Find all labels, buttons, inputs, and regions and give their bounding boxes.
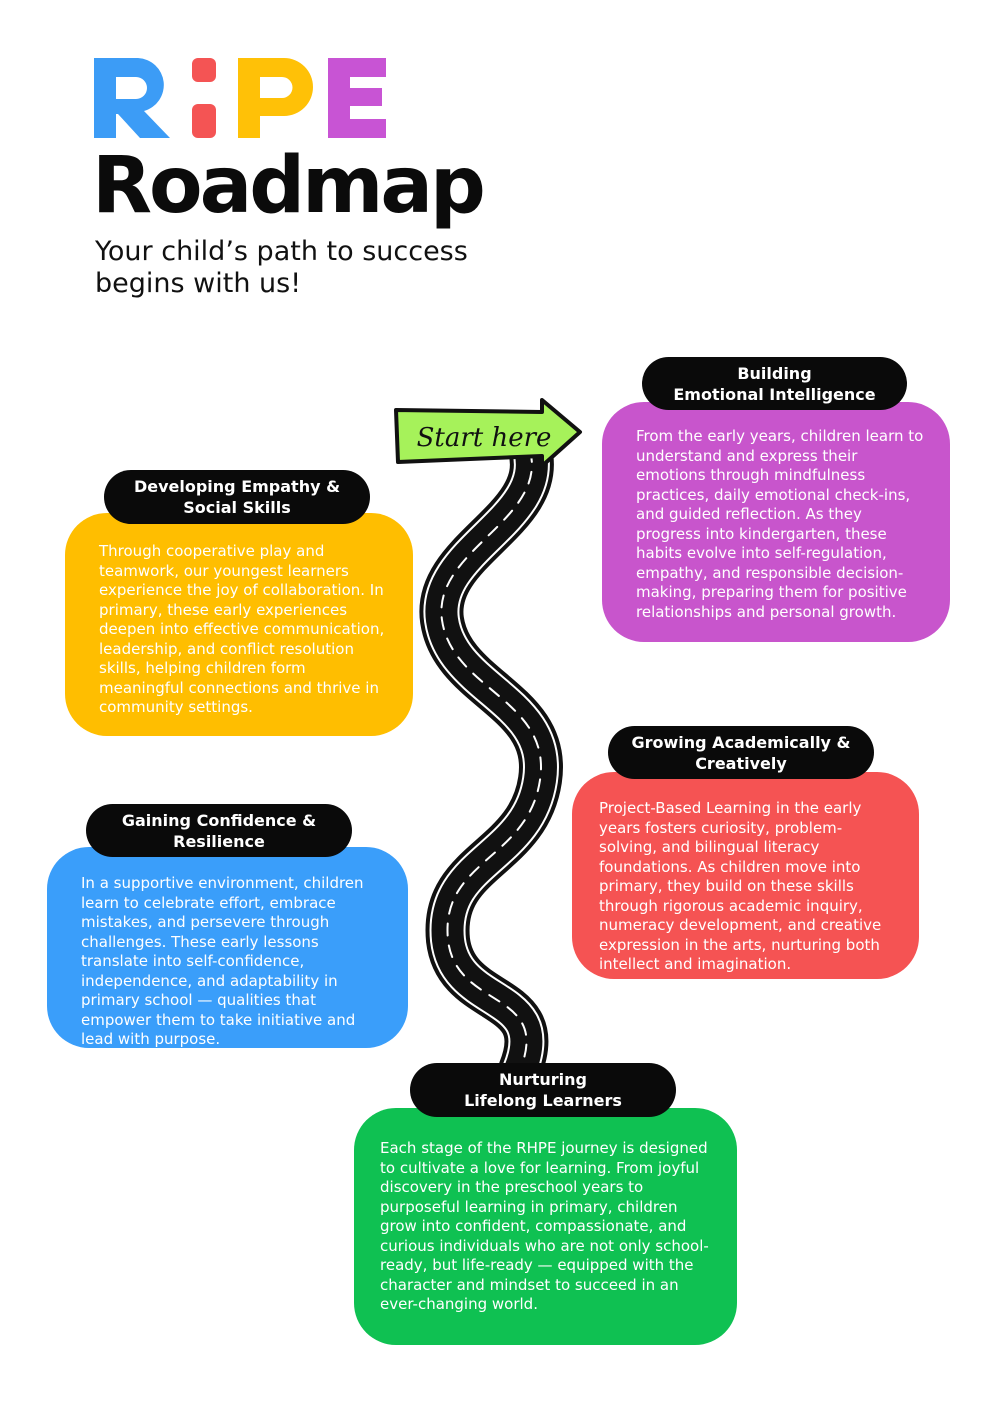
heading-academic-creative: Growing Academically & Creatively <box>608 726 874 779</box>
winding-road <box>419 428 563 1092</box>
heading-emotional-intelligence: Building Emotional Intelligence <box>642 357 907 410</box>
logo-letter-r <box>94 58 170 138</box>
logo-letter-e <box>328 58 386 138</box>
heading-empathy-social-skills: Developing Empathy & Social Skills <box>104 470 370 524</box>
start-sign-label: Start here <box>417 423 552 453</box>
card-body: Each stage of the RHPE journey is design… <box>380 1139 709 1313</box>
start-sign-arrow <box>394 398 582 468</box>
rhpe-logo <box>94 58 386 138</box>
card-lifelong-learners: Each stage of the RHPE journey is design… <box>354 1108 737 1345</box>
card-body: Through cooperative play and teamwork, o… <box>99 542 385 716</box>
card-academic-creative: Project-Based Learning in the early year… <box>572 772 919 979</box>
card-body: Project-Based Learning in the early year… <box>599 799 882 973</box>
card-body: From the early years, children learn to … <box>636 427 924 621</box>
card-empathy-social-skills: Through cooperative play and teamwork, o… <box>65 513 413 736</box>
page-subtitle: Your child’s path to success begins with… <box>95 236 468 299</box>
card-confidence-resilience: In a supportive environment, children le… <box>47 847 408 1048</box>
heading-confidence-resilience: Gaining Confidence & Resilience <box>86 804 352 857</box>
card-body: In a supportive environment, children le… <box>81 874 364 1048</box>
card-emotional-intelligence: From the early years, children learn to … <box>602 402 950 642</box>
start-here-sign: Start here <box>394 398 582 468</box>
logo-colon <box>192 58 216 138</box>
heading-lifelong-learners: Nurturing Lifelong Learners <box>410 1063 676 1117</box>
logo-letter-p <box>238 58 313 138</box>
page-title: Roadmap <box>92 141 486 231</box>
